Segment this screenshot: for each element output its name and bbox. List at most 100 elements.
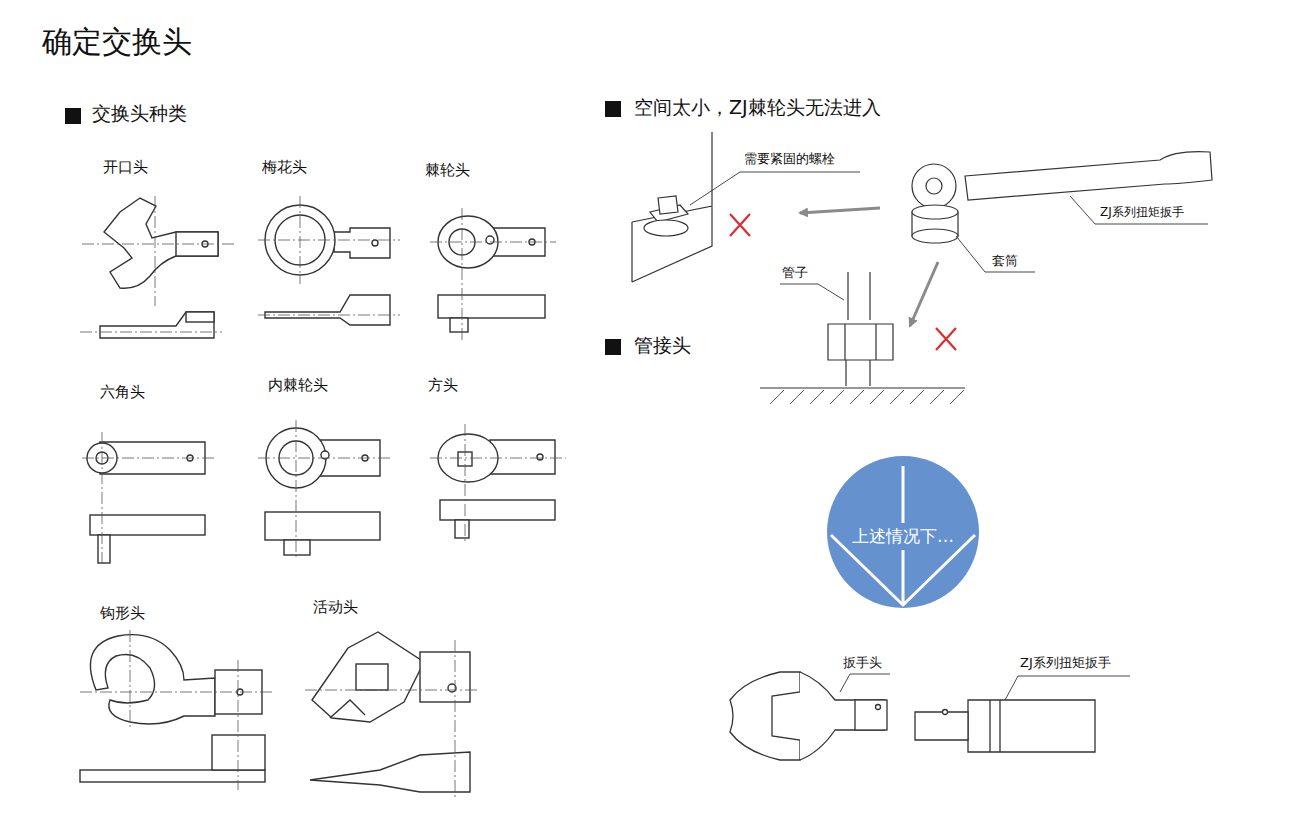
square-head bbox=[438, 434, 555, 538]
wrench-and-handle bbox=[730, 672, 1130, 760]
ring-head bbox=[265, 295, 390, 325]
section-heading: 空间太小，ZJ棘轮头无法进入 bbox=[634, 96, 881, 119]
callout-label: ZJ系列扭矩扳手 bbox=[1020, 655, 1111, 671]
callout-label: ZJ系列扭矩扳手 bbox=[1100, 205, 1184, 219]
wrench-and-handle bbox=[968, 700, 1095, 752]
ring-head bbox=[372, 240, 378, 246]
center-lines bbox=[258, 196, 400, 315]
tight-space-scene bbox=[690, 172, 860, 205]
head-name: 开口头 bbox=[103, 158, 148, 176]
tight-space-scene bbox=[828, 324, 893, 360]
ratchet-head bbox=[438, 216, 545, 332]
adjustable-head bbox=[356, 664, 388, 690]
ratchet-head bbox=[450, 318, 468, 332]
node-text: 上述情况下… bbox=[848, 523, 958, 550]
callout-label: 管子 bbox=[782, 265, 808, 281]
adjustable-head bbox=[310, 752, 470, 792]
tight-space-scene bbox=[760, 387, 965, 388]
section-heading: 管接头 bbox=[634, 334, 691, 357]
inner-ratchet-head bbox=[265, 512, 380, 540]
hook-head bbox=[80, 635, 265, 782]
center-lines bbox=[430, 208, 556, 340]
head-name: 钩形头 bbox=[100, 604, 145, 622]
head-name: 棘轮头 bbox=[425, 161, 470, 179]
tight-space-scene bbox=[912, 164, 956, 208]
center-lines bbox=[80, 630, 272, 790]
section-square bbox=[65, 108, 81, 124]
tight-space-scene bbox=[658, 196, 678, 214]
center-lines bbox=[430, 424, 566, 542]
tight-space-scene bbox=[846, 360, 870, 386]
adjustable-head bbox=[420, 652, 470, 702]
tight-space-scene bbox=[912, 152, 1212, 243]
adjustable-head bbox=[312, 632, 424, 722]
tight-space-scene bbox=[644, 196, 688, 236]
ratchet-head bbox=[438, 295, 545, 318]
red-cross bbox=[936, 328, 956, 350]
center-lines bbox=[305, 640, 480, 800]
head-name: 方头 bbox=[428, 376, 458, 394]
page-title: 确定交换头 bbox=[42, 24, 192, 60]
section-square bbox=[605, 101, 621, 117]
open-end-head bbox=[100, 312, 214, 338]
hook-head bbox=[212, 735, 265, 770]
ring-head bbox=[334, 228, 390, 258]
callout-label: 扳手头 bbox=[843, 655, 882, 671]
head-name: 内棘轮头 bbox=[268, 376, 328, 394]
square-head bbox=[490, 440, 555, 474]
gray-arrow bbox=[910, 262, 938, 326]
wrench-and-handle bbox=[840, 674, 890, 692]
callout-label: 套筒 bbox=[992, 253, 1018, 269]
callout-label: 需要紧固的螺栓 bbox=[744, 151, 835, 167]
inner-ratchet-head bbox=[265, 428, 380, 555]
square-head bbox=[537, 454, 543, 460]
open-end-head bbox=[104, 198, 218, 288]
center-lines bbox=[82, 432, 214, 565]
wrench-and-handle bbox=[876, 705, 881, 710]
hex-head bbox=[98, 535, 110, 563]
adjustable-head bbox=[310, 632, 470, 792]
hook-head bbox=[80, 770, 265, 782]
tight-space-scene bbox=[912, 205, 958, 219]
center-lines bbox=[80, 196, 566, 800]
hook-head bbox=[90, 635, 215, 724]
center-lines bbox=[258, 420, 392, 560]
inner-ratchet-head bbox=[284, 540, 310, 555]
tight-space-scene bbox=[770, 390, 964, 404]
adjustable-head bbox=[330, 700, 365, 718]
tight-space-scene bbox=[780, 284, 844, 300]
tight-space-scene bbox=[912, 229, 958, 243]
red-cross bbox=[730, 214, 750, 236]
head-name: 梅花头 bbox=[262, 158, 307, 176]
wrench-and-handle bbox=[1005, 676, 1130, 700]
hex-head bbox=[87, 442, 205, 563]
tight-space-scene bbox=[848, 272, 870, 320]
wrench-and-handle bbox=[730, 672, 800, 760]
wrench-and-handle bbox=[990, 700, 1000, 752]
tight-space-scene bbox=[632, 132, 712, 282]
tight-space-scene bbox=[632, 132, 1212, 404]
ratchet-head bbox=[486, 236, 494, 244]
square-head bbox=[455, 520, 469, 538]
tight-space-scene bbox=[956, 236, 1035, 272]
tight-space-scene bbox=[644, 220, 688, 236]
tight-space-scene bbox=[1070, 196, 1208, 224]
square-head bbox=[440, 500, 555, 520]
center-lines bbox=[80, 196, 236, 332]
wrench-and-handle bbox=[855, 700, 887, 730]
hex-head bbox=[90, 515, 205, 535]
tight-space-scene bbox=[926, 178, 942, 194]
head-name: 六角头 bbox=[100, 383, 145, 401]
open-end-head bbox=[186, 312, 214, 322]
section-heading: 交换头种类 bbox=[92, 102, 187, 125]
open-end-head bbox=[100, 198, 218, 338]
gray-arrow bbox=[800, 208, 938, 326]
tight-space-scene bbox=[965, 152, 1212, 200]
wrench-and-handle bbox=[943, 710, 948, 715]
gray-arrow bbox=[800, 208, 880, 213]
circle-node: 上述情况下… bbox=[826, 455, 980, 609]
wrench-and-handle bbox=[915, 712, 968, 740]
red-cross bbox=[730, 214, 956, 350]
